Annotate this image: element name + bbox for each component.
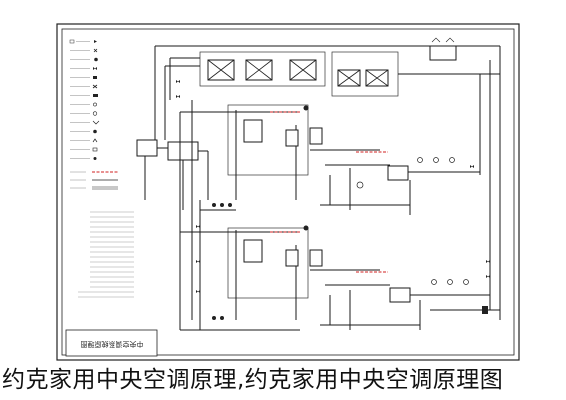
legend-row — [70, 67, 97, 70]
legend-row — [70, 120, 100, 125]
legend-row — [70, 138, 98, 143]
legend-row — [70, 147, 98, 152]
legend-row — [70, 129, 97, 134]
riser-pipes — [179, 100, 300, 331]
hvac-schematic-diagram: 中央空调系统原理图 — [56, 23, 520, 361]
legend-row — [70, 48, 98, 53]
legend-row — [70, 157, 97, 160]
cooling-tower-unit — [207, 59, 235, 81]
legend-row — [70, 84, 98, 89]
legend-row — [70, 102, 97, 107]
title-block-text: 中央空调系统原理图 — [81, 340, 144, 349]
title-block: 中央空调系统原理图 — [65, 329, 158, 357]
cooling-tower-unit — [245, 59, 273, 81]
cooling-tower-unit — [365, 69, 389, 87]
legend-row — [70, 94, 98, 97]
drawing-outer-frame — [56, 23, 520, 361]
cooling-tower-unit — [337, 69, 361, 87]
cooling-tower-bank-left — [199, 51, 326, 87]
legend-panel — [69, 39, 134, 298]
valve-markers — [176, 80, 490, 320]
image-caption: 约克家用中央空调原理,约克家用中央空调原理图 — [2, 367, 504, 393]
lower-loop — [180, 227, 500, 330]
legend-row — [70, 111, 98, 116]
legend-symbol-list — [69, 39, 100, 160]
legend-row — [69, 39, 97, 44]
upper-loop — [180, 104, 480, 215]
chiller-unit — [136, 139, 209, 210]
cooling-tower-bank-right — [331, 51, 399, 97]
legend-row — [70, 57, 98, 62]
legend-line-samples — [70, 171, 118, 190]
drawing-inner-frame — [61, 28, 515, 356]
main-pipe-header — [154, 45, 501, 320]
cooling-tower-unit — [289, 59, 317, 81]
notes-table — [78, 211, 134, 298]
legend-row — [70, 76, 97, 79]
